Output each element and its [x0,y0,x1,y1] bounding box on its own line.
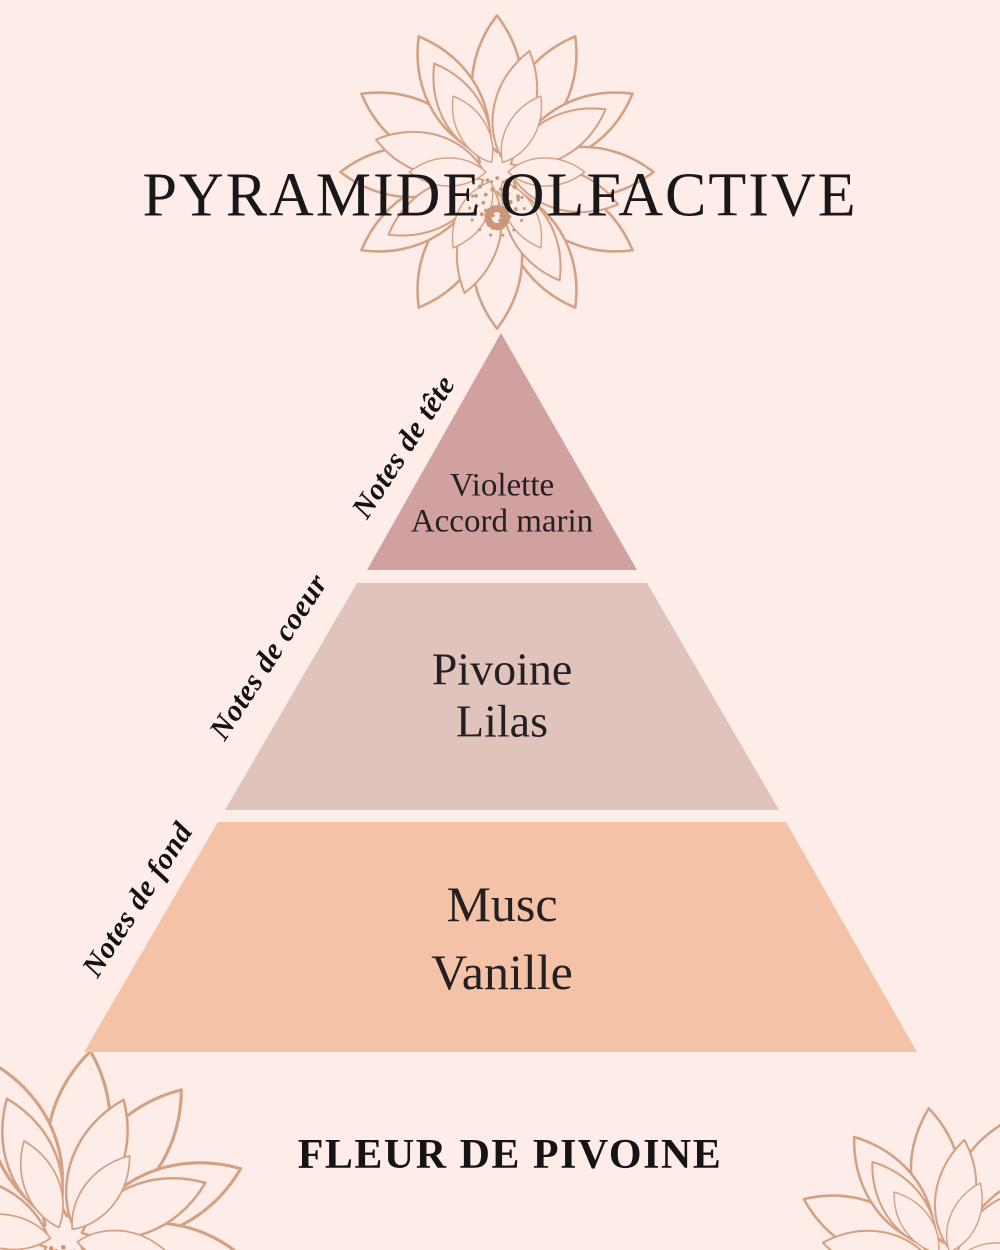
product-name: FLEUR DE PIVOINE [297,1132,723,1178]
tier-heart-notes: Pivoine Lilas [432,644,573,749]
note-vanille: Vanille [431,944,573,1000]
tier-top-notes: Violette Accord marin [411,468,593,539]
pyramid-tier-base [84,822,917,1052]
note-musc: Musc [446,876,558,932]
pyramid-tier-heart [225,583,779,810]
tier-base-notes: Musc Vanille [431,870,573,1006]
note-violette: Violette [449,467,555,504]
pyramid-tier-top [367,333,637,570]
note-pivoine: Pivoine [431,643,573,695]
flower-bottom-right-icon [775,1092,1000,1250]
page-title: PYRAMIDE OLFACTIVE [142,161,858,230]
flower-bottom-left-icon [0,1025,279,1250]
note-lilas: Lilas [456,696,548,747]
note-accord-marin: Accord marin [410,503,594,539]
